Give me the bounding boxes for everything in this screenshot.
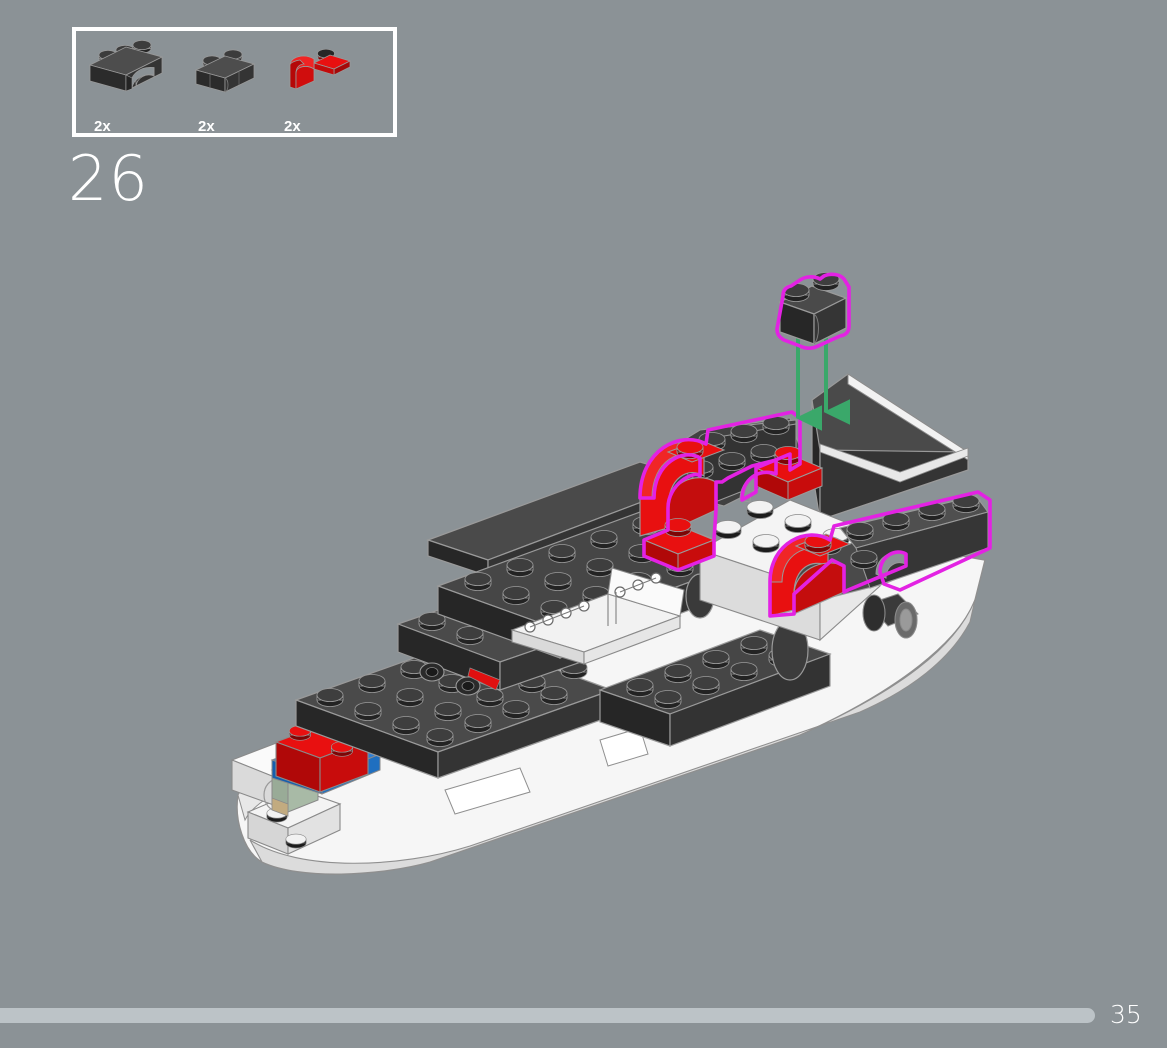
hull-white — [236, 537, 986, 875]
part-slot-log-brick: 2x — [188, 39, 288, 135]
part-quantity-label: 2x — [94, 118, 111, 135]
progress-bar — [0, 1008, 1095, 1023]
highlight-region-stern — [768, 490, 992, 618]
superstructure-aft — [598, 571, 832, 747]
part-slot-arch-brick: 2x — [84, 39, 184, 135]
part-quantity-label: 2x — [284, 118, 301, 135]
placement-arrows — [795, 338, 850, 431]
brick-curved-slope-1x2-icon — [289, 48, 352, 90]
deck-forward-black — [294, 632, 614, 779]
bow-assembly — [230, 723, 382, 855]
brick-arch-1x3-icon — [88, 40, 164, 92]
cabin-window-panel — [510, 567, 685, 665]
deck-forward-raised — [396, 584, 612, 696]
roof-bar-black — [426, 461, 702, 577]
step-number: 26 — [68, 142, 149, 215]
floating-brick-1x2-black — [775, 272, 851, 351]
part-quantity-label: 2x — [198, 118, 215, 135]
brick-log-1x2-icon — [194, 49, 256, 93]
superstructure-mid — [436, 511, 762, 659]
stern-assembly — [698, 373, 969, 642]
parts-callout-box: 2x 2x — [72, 27, 397, 137]
part-slot-curved-slope: 2x — [274, 39, 374, 135]
page-number: 35 — [1110, 1000, 1142, 1029]
stern-cylinder — [862, 593, 919, 639]
highlight-region-midship — [638, 410, 824, 572]
page-footer: 35 — [0, 978, 1167, 1048]
stern-top-trim — [819, 443, 969, 483]
